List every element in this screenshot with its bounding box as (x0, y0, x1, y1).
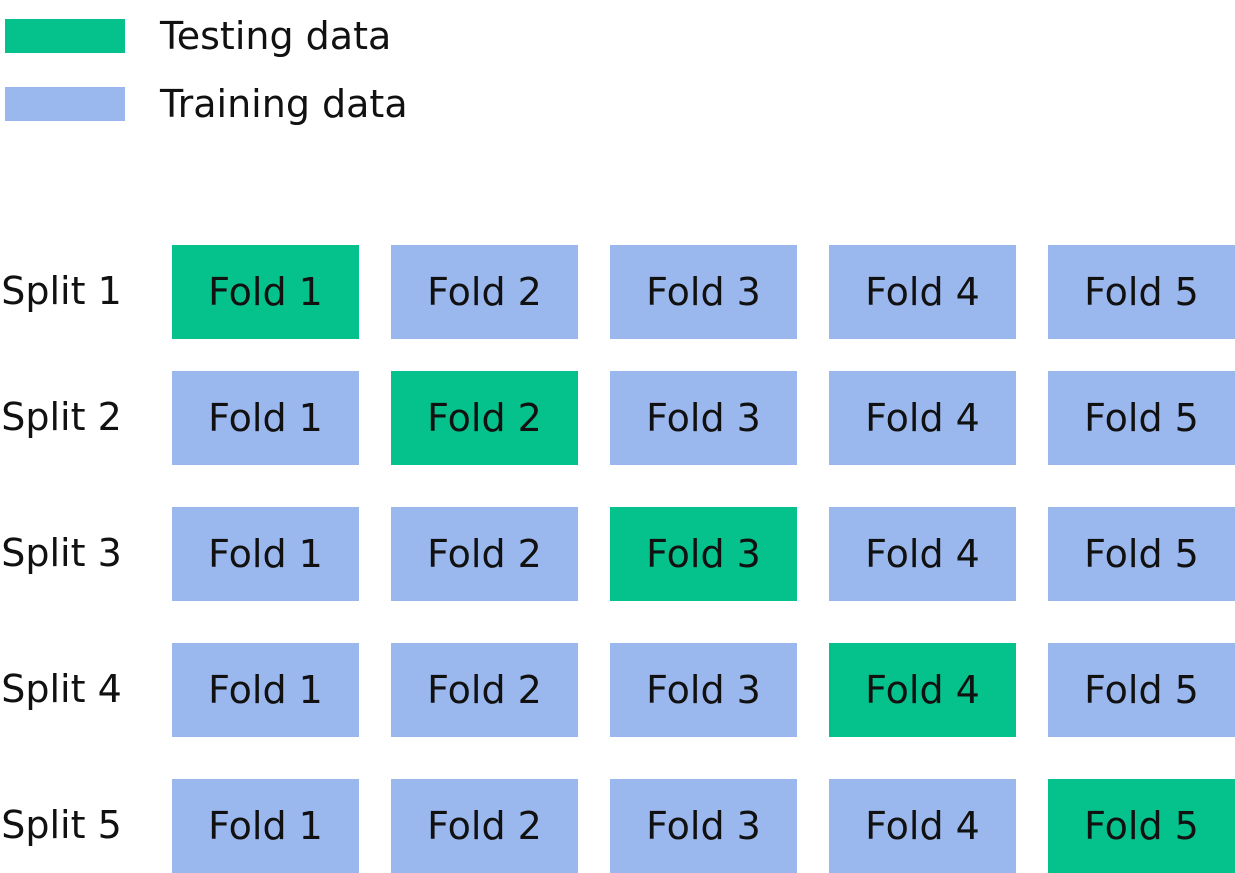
fold-box-training: Fold 4 (829, 245, 1016, 339)
fold-box-training: Fold 3 (610, 245, 797, 339)
legend-label-testing: Testing data (160, 14, 392, 58)
fold-box-training: Fold 2 (391, 779, 578, 873)
legend-label-training: Training data (160, 82, 408, 126)
fold-box-training: Fold 3 (610, 779, 797, 873)
fold-box-testing: Fold 4 (829, 643, 1016, 737)
fold-box-training: Fold 1 (172, 371, 359, 465)
fold-box-training: Fold 4 (829, 779, 1016, 873)
split-label: Split 2 (1, 395, 122, 439)
fold-box-testing: Fold 5 (1048, 779, 1235, 873)
legend-item-testing: Testing data (5, 17, 391, 55)
fold-box-training: Fold 5 (1048, 507, 1235, 601)
split-label: Split 5 (1, 803, 122, 847)
fold-box-training: Fold 4 (829, 507, 1016, 601)
fold-box-training: Fold 4 (829, 371, 1016, 465)
fold-box-training: Fold 2 (391, 507, 578, 601)
fold-box-testing: Fold 3 (610, 507, 797, 601)
testing-swatch (5, 19, 125, 53)
fold-box-training: Fold 2 (391, 245, 578, 339)
split-label: Split 3 (1, 531, 122, 575)
fold-box-training: Fold 1 (172, 779, 359, 873)
legend-item-training: Training data (5, 85, 408, 123)
fold-box-testing: Fold 2 (391, 371, 578, 465)
fold-box-training: Fold 3 (610, 643, 797, 737)
split-label: Split 4 (1, 667, 122, 711)
fold-box-training: Fold 5 (1048, 643, 1235, 737)
fold-box-training: Fold 1 (172, 507, 359, 601)
fold-box-training: Fold 5 (1048, 245, 1235, 339)
fold-box-training: Fold 2 (391, 643, 578, 737)
fold-box-training: Fold 3 (610, 371, 797, 465)
fold-box-testing: Fold 1 (172, 245, 359, 339)
fold-box-training: Fold 1 (172, 643, 359, 737)
split-label: Split 1 (1, 269, 122, 313)
training-swatch (5, 87, 125, 121)
fold-box-training: Fold 5 (1048, 371, 1235, 465)
